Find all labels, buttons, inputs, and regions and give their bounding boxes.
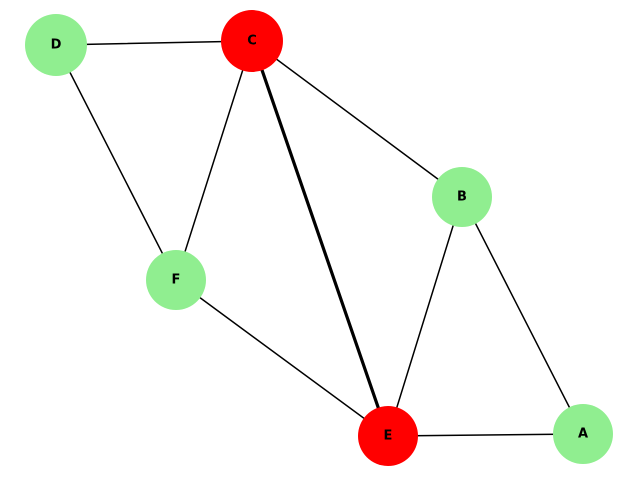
node-circle-e[interactable] [358,406,418,466]
graph-node-b[interactable]: B [432,167,492,227]
graph-edge-b-e [387,196,463,437]
graph-node-c[interactable]: C [221,10,283,72]
node-circle-d[interactable] [25,14,87,76]
graph-edge-b-a [461,196,584,435]
graph-edge-f-e [175,279,389,437]
edges-layer [55,39,584,438]
graph-edge-c-e [250,39,390,438]
graph-node-a[interactable]: A [553,404,613,464]
node-circle-c[interactable] [221,10,283,72]
graph-edge-c-f [175,40,253,281]
node-circle-b[interactable] [432,167,492,227]
graph-node-d[interactable]: D [25,14,87,76]
node-circle-f[interactable] [146,250,206,310]
node-circle-a[interactable] [553,404,613,464]
graph-edge-d-f [55,44,177,281]
graph-edge-d-c [55,40,253,46]
graph-edge-c-b [251,40,463,198]
graph-node-e[interactable]: E [358,406,418,466]
graph-node-f[interactable]: F [146,250,206,310]
graph-edge-e-a [387,433,584,437]
